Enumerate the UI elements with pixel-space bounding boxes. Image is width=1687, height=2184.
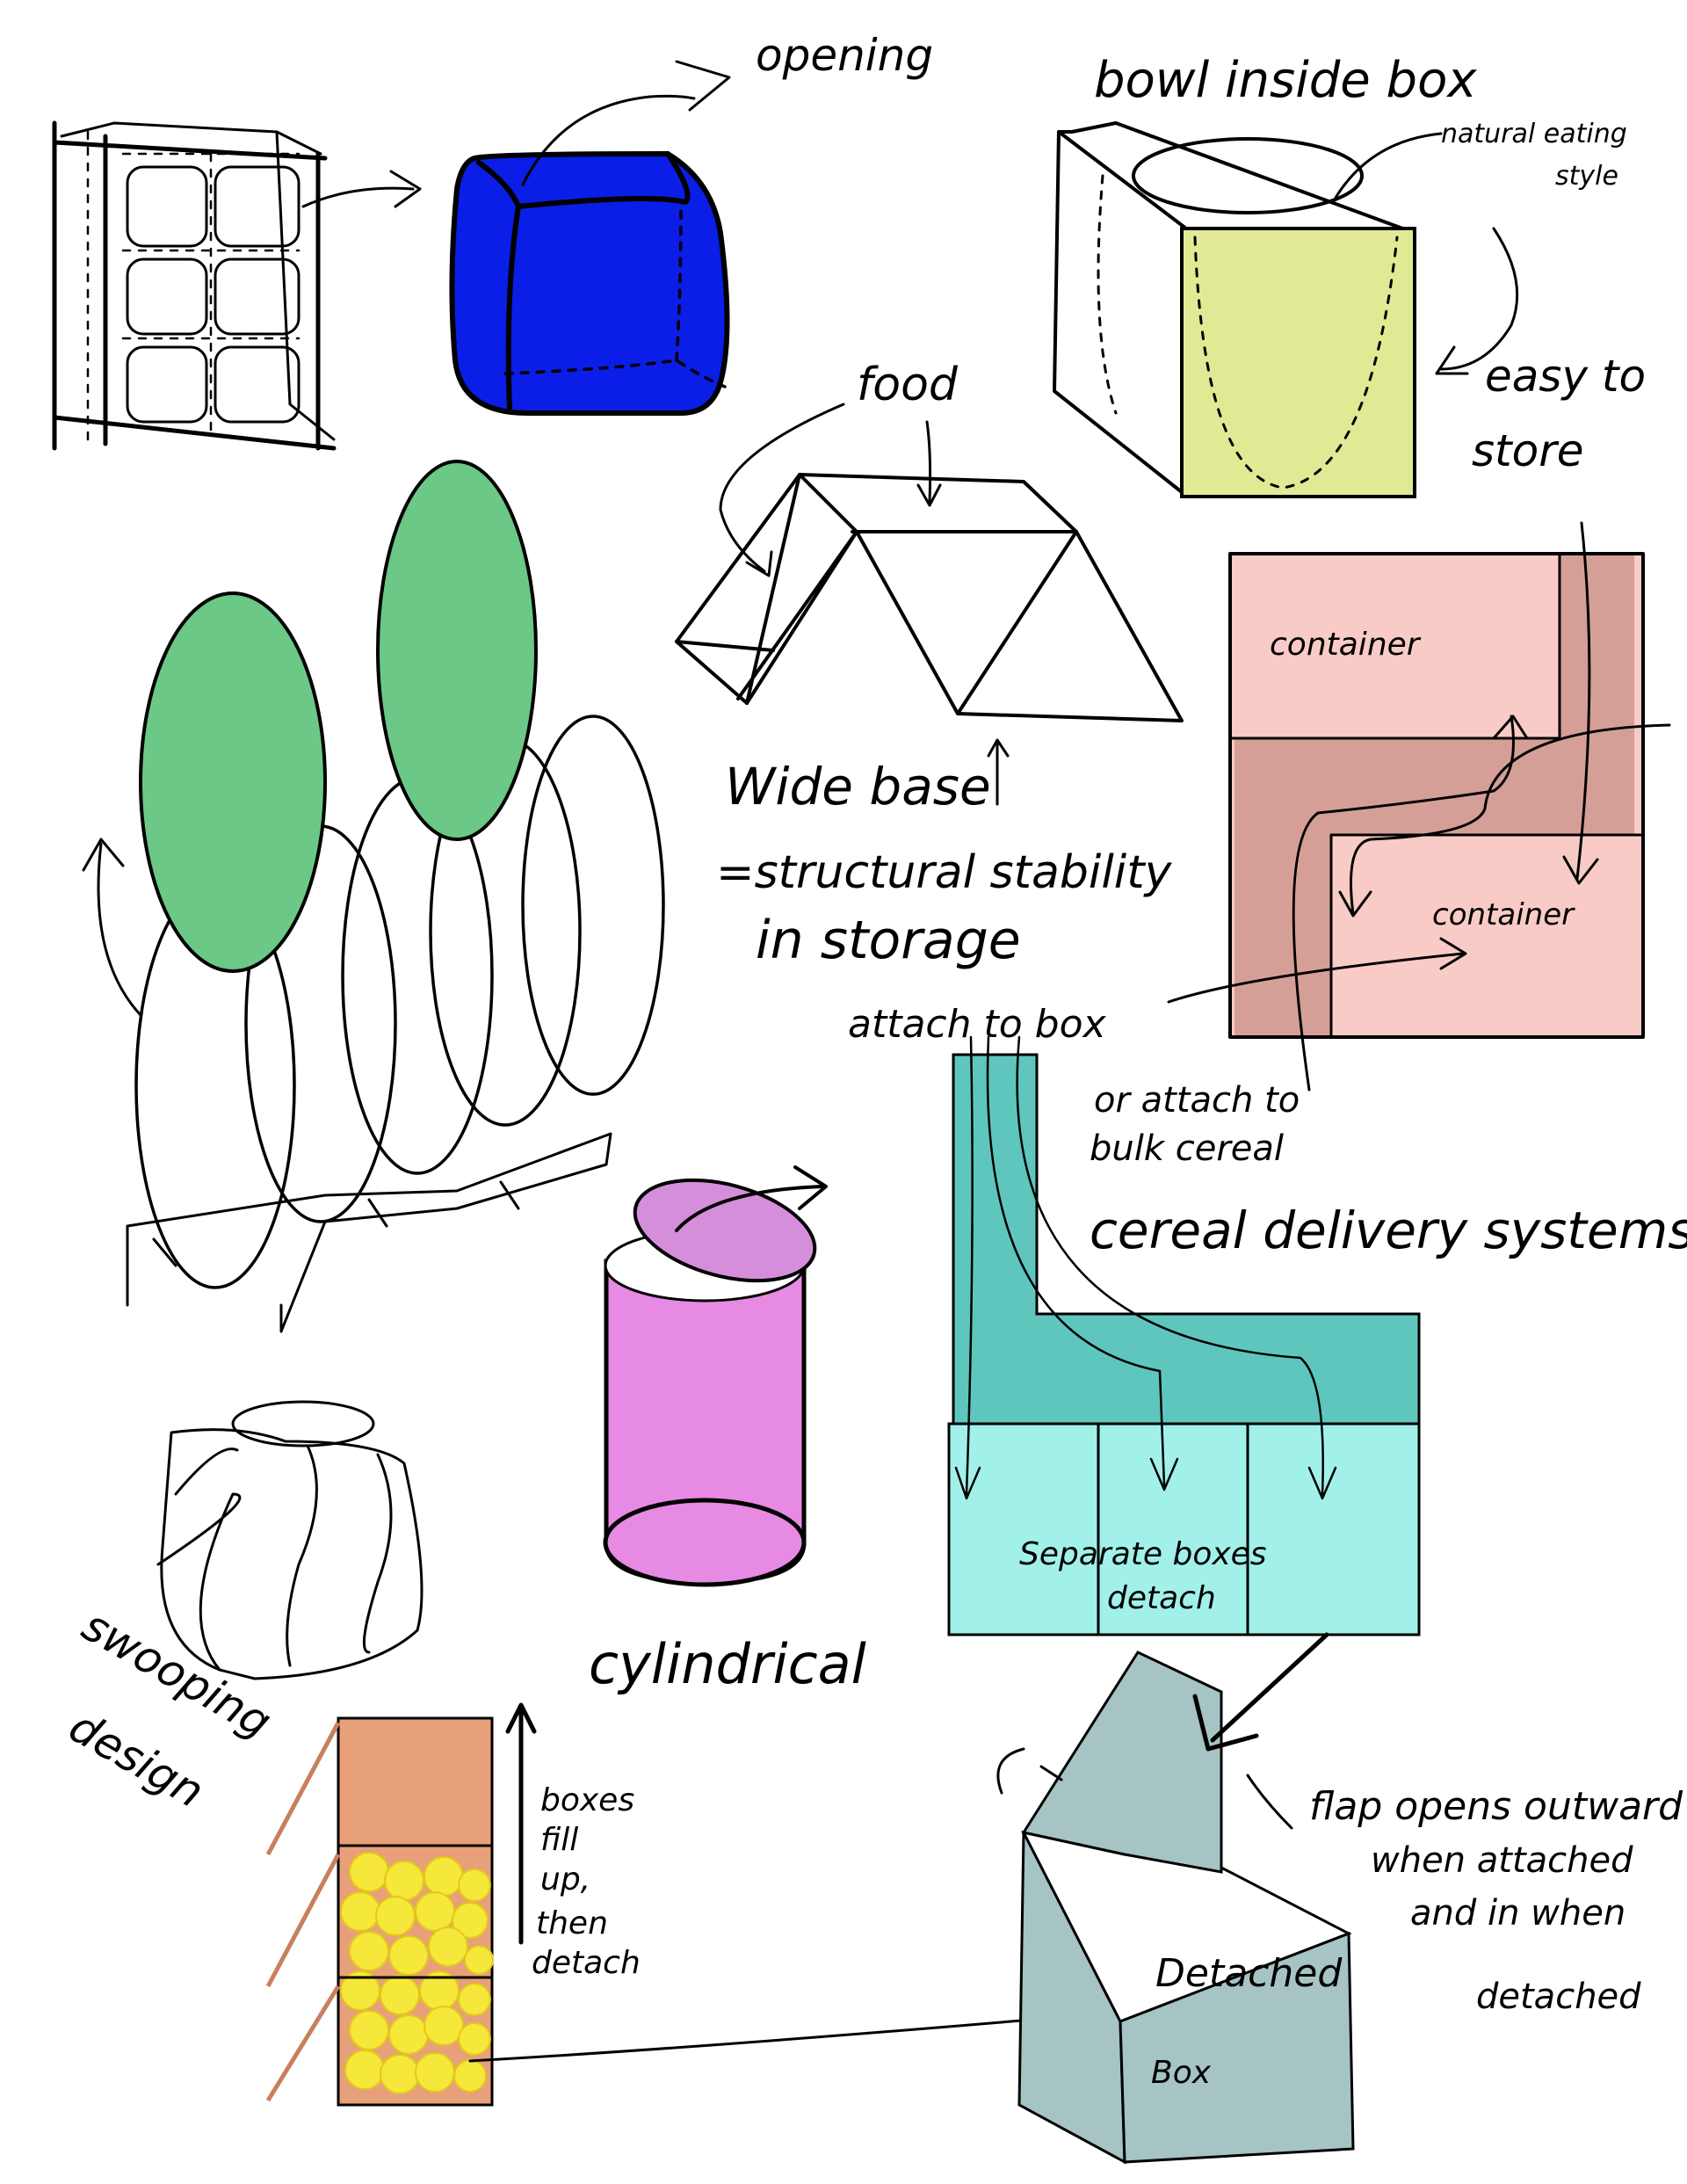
label-style: style	[1555, 161, 1618, 192]
label-or-attach-to: or attach to	[1094, 1080, 1300, 1121]
label-detached: detached	[1476, 1977, 1641, 2017]
containers-sketch	[1167, 521, 1671, 1092]
label-bulk-cereal: bulk cereal	[1090, 1128, 1284, 1169]
label-detached-box-1: Detached	[1155, 1951, 1343, 1996]
detached-box-sketch	[996, 1632, 1355, 2165]
bowl-box-sketch	[1053, 121, 1519, 498]
label-structural-stability: =structural stability	[716, 846, 1173, 899]
label-opening: opening	[756, 30, 933, 81]
label-up: up,	[540, 1861, 590, 1897]
grid-box-sketch	[52, 120, 422, 451]
wide-base-sketch	[675, 403, 1184, 806]
label-boxes: boxes	[540, 1782, 634, 1818]
label-separate-boxes: Separate boxes	[1019, 1536, 1267, 1572]
label-wide-base: Wide base	[725, 757, 991, 816]
swooping-sketch	[156, 1400, 424, 1680]
label-food: food	[857, 359, 959, 411]
blue-cube-sketch	[449, 60, 731, 416]
ring-rack-sketch	[82, 460, 665, 1333]
label-easy-to: easy to	[1485, 351, 1646, 402]
label-container-top: container	[1270, 627, 1422, 663]
label-attach-to-box: attach to box	[848, 1002, 1107, 1047]
label-detached-box-2: Box	[1151, 2055, 1212, 2091]
label-cylindrical: cylindrical	[589, 1632, 866, 1696]
label-store: store	[1472, 425, 1584, 476]
label-then: then	[536, 1905, 608, 1941]
cylinder-sketch	[603, 1165, 828, 1587]
label-container-bottom: container	[1432, 897, 1575, 932]
label-flap-opens-outward: flap opens outward	[1309, 1784, 1683, 1829]
label-fill: fill	[540, 1822, 578, 1858]
label-in-storage: in storage	[756, 910, 1021, 971]
label-design: design	[61, 1701, 213, 1818]
cereal-column-sketch	[265, 1702, 1067, 2107]
label-natural-eating: natural eating	[1441, 119, 1627, 149]
label-when-attached: when attached	[1371, 1840, 1633, 1881]
label-detach-side: detach	[532, 1945, 641, 1981]
label-and-in-when: and in when	[1410, 1893, 1625, 1934]
label-cereal-delivery-systems: cereal delivery systems	[1090, 1201, 1687, 1260]
label-detach: detach	[1107, 1580, 1216, 1616]
label-bowl-inside-box: bowl inside box	[1094, 52, 1477, 109]
teal-dispenser-sketch	[947, 1035, 1421, 1636]
